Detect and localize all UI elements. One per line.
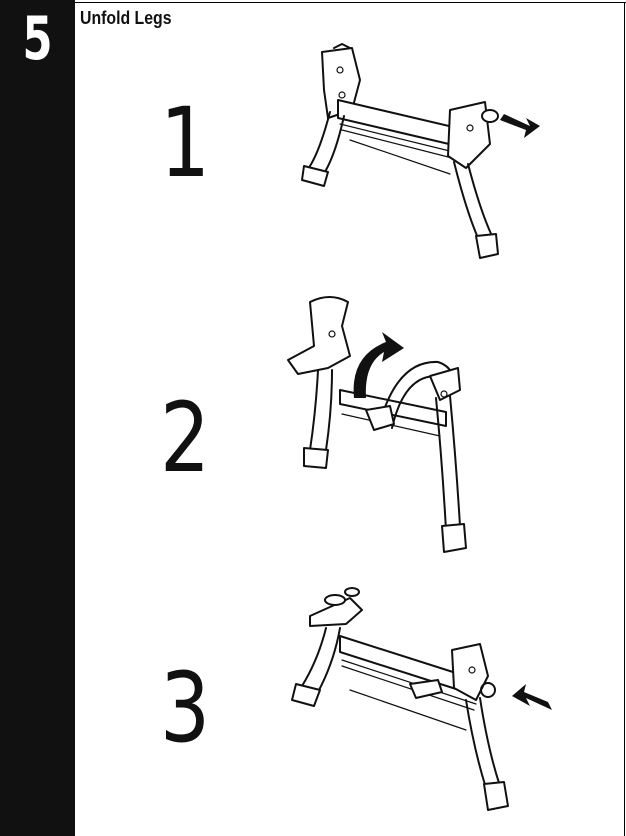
step-sidebar: 5 — [0, 0, 75, 836]
substep-3-illustration — [290, 580, 565, 825]
substep-3-number: 3 — [160, 652, 211, 764]
right-rule — [624, 2, 625, 836]
top-rule — [75, 2, 626, 3]
substep-2-number: 2 — [160, 382, 211, 494]
step-number: 5 — [22, 4, 53, 74]
substep-2-illustration — [270, 290, 490, 565]
substep-1-number: 1 — [160, 87, 211, 199]
substep-1-illustration — [290, 40, 560, 265]
step-title: Unfold Legs — [80, 8, 172, 28]
